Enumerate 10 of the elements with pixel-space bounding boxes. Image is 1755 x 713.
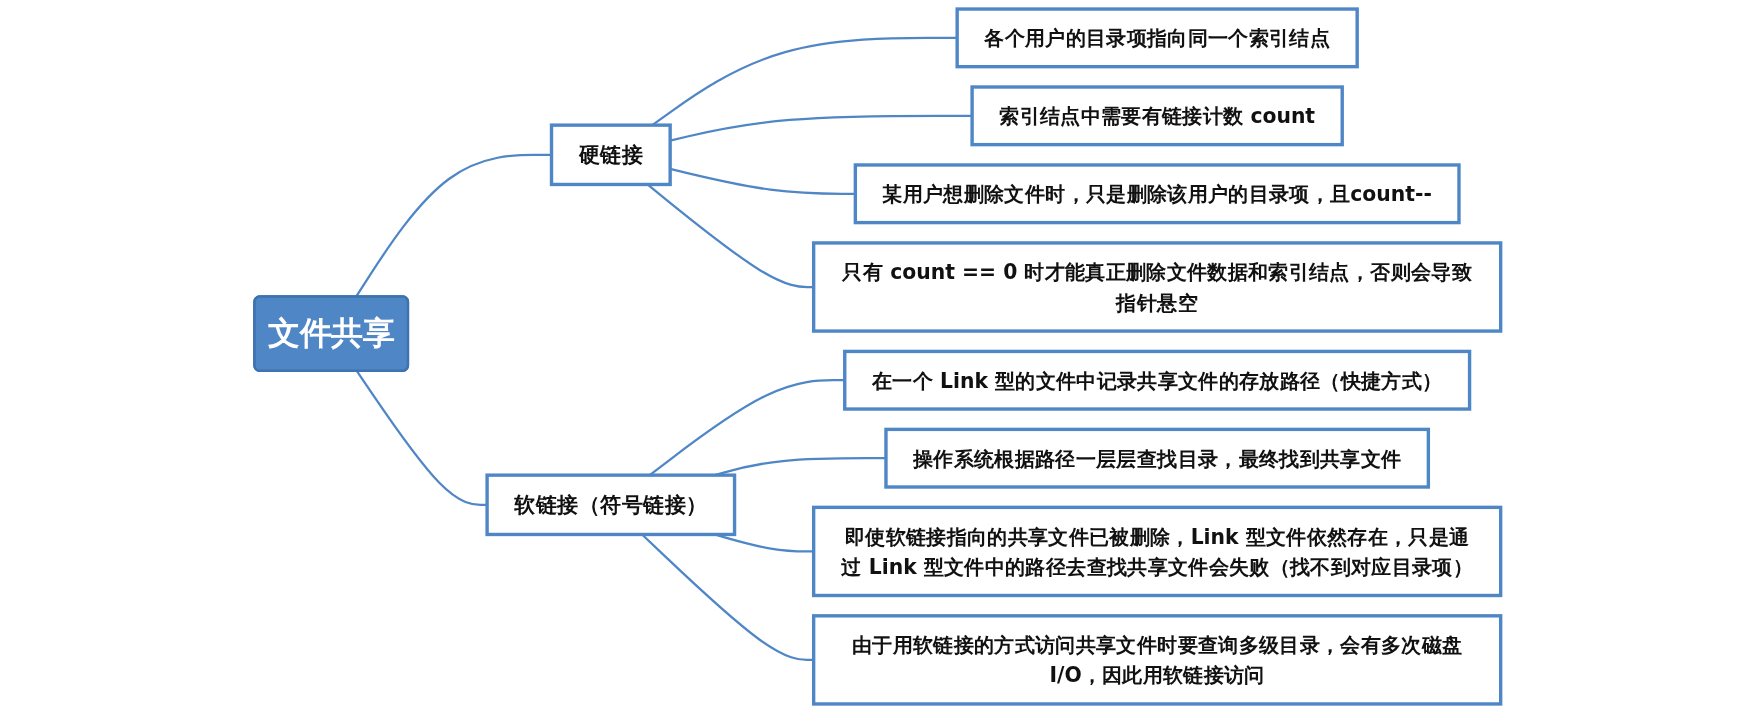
node-box: 硬链接 [549,123,672,187]
node-box: 只有 count == 0 时才能真正删除文件数据和索引结点，否则会导致指针悬空 [811,241,1503,333]
node-box: 在一个 Link 型的文件中记录共享文件的存放路径（快捷方式） [843,349,1472,411]
node-box: 操作系统根据路径一层层查找目录，最终找到共享文件 [884,427,1431,489]
node-box: 各个用户的目录项指向同一个索引结点 [955,7,1359,69]
node-box: 即使软链接指向的共享文件已被删除，Link 型文件依然存在，只是通过 Link 型文件中的路径去查找共享文件会失败（找不到对应目录项） [811,505,1503,598]
node-box: 索引结点中需要有链接计数 count [970,85,1344,147]
node-box: 软链接（符号链接） [485,473,737,537]
node-box: 由于用软链接的方式访问共享文件时要查询多级目录，会有多次磁盘I/O，因此用软链接访问 [811,614,1503,706]
node-box: 某用户想删除文件时，只是删除该用户的目录项，且count-- [853,163,1461,225]
